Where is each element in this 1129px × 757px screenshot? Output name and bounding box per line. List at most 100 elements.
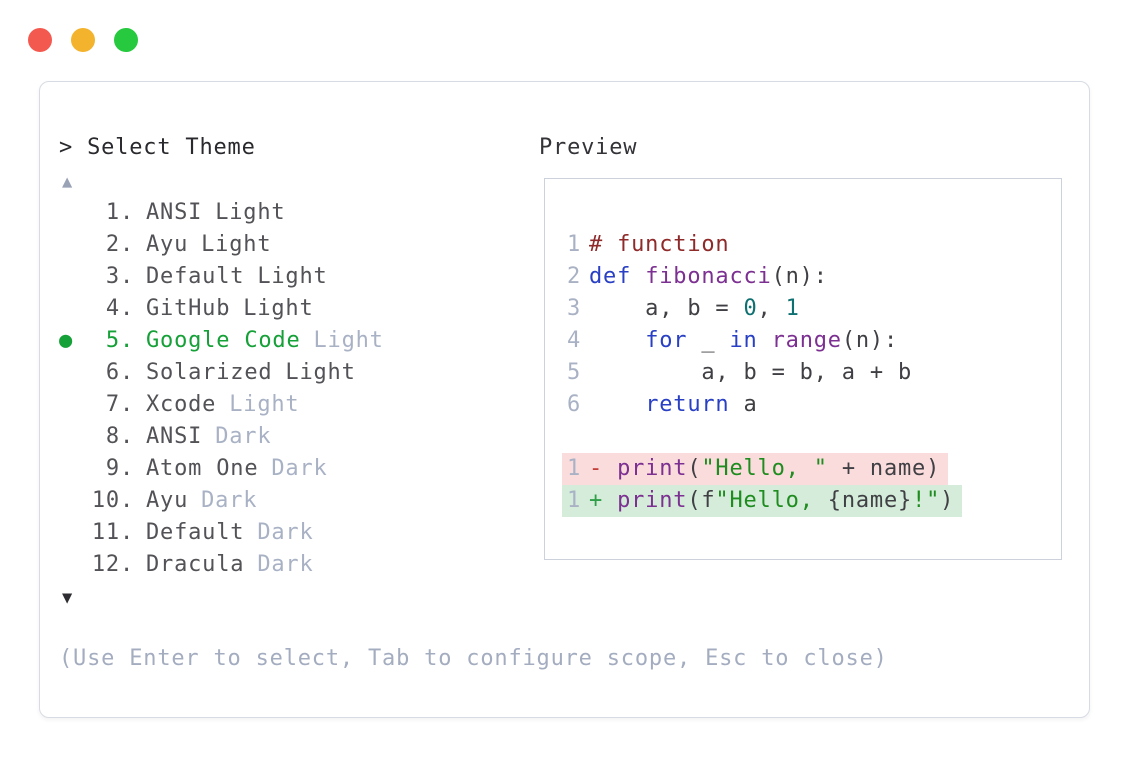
theme-name: Dracula [146, 552, 245, 577]
code-line: 4 for _ in range(n): [565, 325, 1061, 357]
minimize-button[interactable] [71, 28, 95, 52]
theme-number: 12. [91, 552, 134, 577]
code-token: range [771, 328, 842, 353]
theme-list-item-github-light[interactable]: 4. GitHub Light [59, 293, 521, 325]
theme-name: Ayu [146, 488, 189, 513]
preview-column: Preview 1 # function 2 def fibonacci(n):… [521, 132, 1062, 613]
scroll-down-row: ▼ [59, 581, 521, 613]
theme-list: 1. ANSI Light 2. Ayu Light 3. Default Li… [59, 197, 521, 581]
line-number: 1 [566, 232, 581, 257]
blank-line [565, 421, 1061, 453]
theme-suffix: Dark [257, 552, 314, 577]
code-token: print [617, 488, 688, 513]
code-token: ( [687, 456, 702, 481]
code-token: , [757, 296, 786, 321]
theme-list-item-atom-one-dark[interactable]: 9. Atom One Dark [59, 453, 521, 485]
theme-list-item-google-code-light-selected[interactable]: ● 5. Google Code Light [59, 325, 521, 357]
code-token [589, 328, 645, 353]
theme-number: 1. [105, 200, 134, 225]
code-token: a, b = b, a + b [589, 360, 913, 385]
marker-cell [59, 229, 90, 261]
code-line: 6 return a [565, 389, 1061, 421]
theme-suffix: Light [215, 200, 286, 225]
code-token: fibonacci [645, 264, 772, 289]
theme-list-item-ansi-dark[interactable]: 8. ANSI Dark [59, 421, 521, 453]
code-token [589, 392, 645, 417]
theme-number: 7. [105, 392, 134, 417]
marker-cell [59, 421, 90, 453]
theme-number: 11. [91, 520, 134, 545]
code-token: a [729, 392, 758, 417]
code-token: in [729, 328, 758, 353]
code-token: (n): [841, 328, 899, 353]
code-line: 5 a, b = b, a + b [565, 357, 1061, 389]
preview-pane: 1 # function 2 def fibonacci(n): 3 a, b … [544, 178, 1062, 560]
line-number: 4 [566, 328, 581, 353]
code-line: 1 # function [565, 229, 1061, 261]
theme-suffix: Light [243, 296, 314, 321]
line-number: 3 [566, 296, 581, 321]
diff-minus-token: - [589, 456, 618, 481]
theme-number: 5. [105, 328, 134, 353]
theme-number: 10. [91, 488, 134, 513]
theme-list-item-xcode-light[interactable]: 7. Xcode Light [59, 389, 521, 421]
theme-list-item-ansi-light[interactable]: 1. ANSI Light [59, 197, 521, 229]
theme-list-item-default-dark[interactable]: 11. Default Dark [59, 517, 521, 549]
code-line: 3 a, b = 0, 1 [565, 293, 1061, 325]
code-token: return [645, 392, 730, 417]
code-token: 1 [785, 296, 800, 321]
theme-number: 2. [105, 232, 134, 257]
close-button[interactable] [28, 28, 52, 52]
code-token [631, 264, 645, 289]
theme-suffix: Dark [257, 520, 314, 545]
code-token: ) [940, 488, 955, 513]
code-token: + name) [827, 456, 941, 481]
marker-cell [59, 549, 90, 581]
theme-name: Atom One [146, 456, 259, 481]
scroll-down-icon[interactable]: ▼ [62, 588, 74, 608]
code-token [758, 328, 772, 353]
theme-suffix: Light [313, 328, 384, 353]
theme-list-item-ayu-light[interactable]: 2. Ayu Light [59, 229, 521, 261]
theme-name: ANSI [146, 424, 203, 449]
code-token: a, b = [589, 296, 744, 321]
theme-name: GitHub [146, 296, 231, 321]
theme-suffix: Dark [201, 488, 258, 513]
panel-columns: > Select Theme ▲ 1. ANSI Light 2. Ayu Li… [59, 132, 1062, 613]
line-number: 2 [566, 264, 581, 289]
theme-suffix: Dark [271, 456, 328, 481]
selected-bullet-icon: ● [59, 328, 74, 353]
code-token: _ [687, 328, 730, 353]
theme-name: Default [146, 520, 245, 545]
marker-cell [59, 261, 90, 293]
marker-cell [59, 485, 90, 517]
code-token: print [617, 456, 688, 481]
theme-suffix: Light [285, 360, 356, 385]
scroll-up-icon[interactable]: ▲ [62, 172, 74, 192]
marker-cell [59, 357, 90, 389]
theme-name: Default [146, 264, 245, 289]
code-token: (f [687, 488, 716, 513]
theme-list-item-dracula-dark[interactable]: 12. Dracula Dark [59, 549, 521, 581]
code-token: {name} [827, 488, 913, 513]
marker-cell [59, 389, 90, 421]
theme-name: Google Code [146, 328, 301, 353]
theme-list-item-solarized-light[interactable]: 6. Solarized Light [59, 357, 521, 389]
maximize-button[interactable] [114, 28, 138, 52]
theme-number: 4. [105, 296, 134, 321]
line-number: 1 [566, 456, 581, 481]
theme-list-item-default-light[interactable]: 3. Default Light [59, 261, 521, 293]
scroll-up-row: ▲ [59, 164, 521, 197]
marker-cell [59, 197, 90, 229]
theme-number: 8. [105, 424, 134, 449]
code-token: "Hello, [715, 488, 828, 513]
theme-number: 3. [105, 264, 134, 289]
line-number: 6 [566, 392, 581, 417]
diff-removed-line: 1 - print("Hello, " + name) [562, 453, 1061, 485]
theme-suffix: Dark [215, 424, 272, 449]
preview-title: Preview [539, 135, 638, 160]
marker-cell [59, 293, 90, 325]
theme-list-item-ayu-dark[interactable]: 10. Ayu Dark [59, 485, 521, 517]
theme-suffix: Light [201, 232, 272, 257]
code-token: for [645, 328, 688, 353]
